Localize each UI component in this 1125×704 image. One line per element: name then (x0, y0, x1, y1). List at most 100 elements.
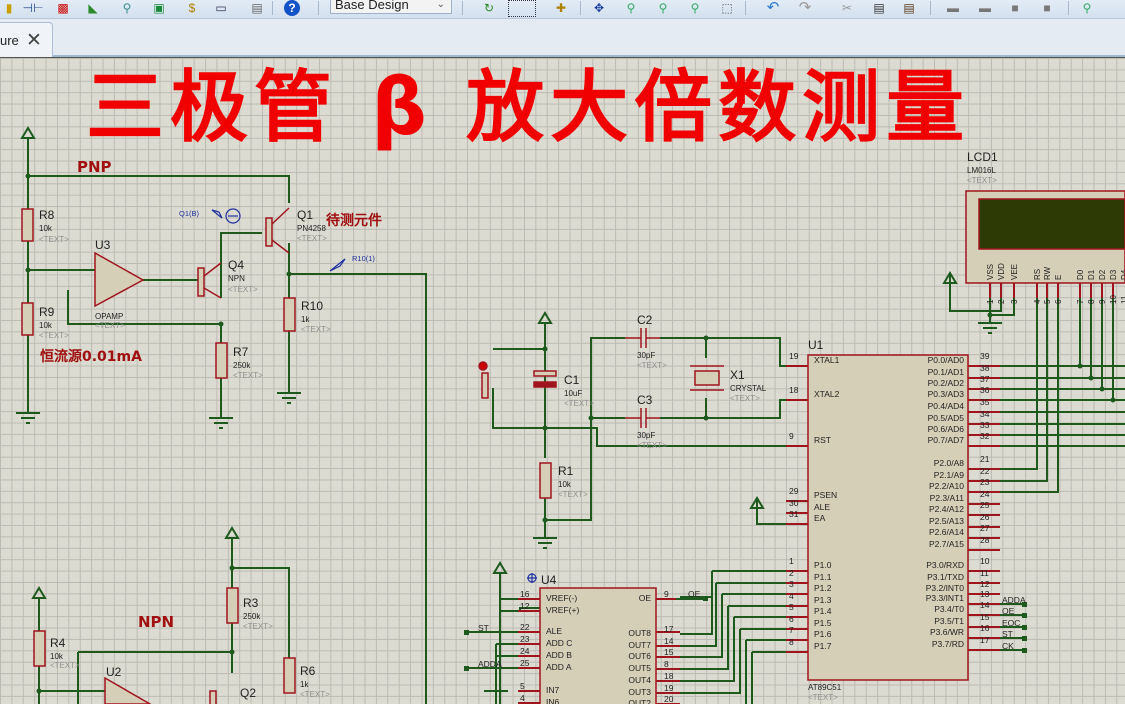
pin-name: OUT2 (628, 698, 651, 704)
capacitor-c1-plate[interactable] (533, 370, 557, 377)
grid-icon[interactable] (508, 0, 536, 17)
wire (680, 571, 753, 704)
value-r6: 1k (300, 680, 309, 689)
pin-name: P2.4/A12 (929, 504, 964, 514)
component-icon[interactable]: ▮ (5, 0, 13, 15)
power-terminal (20, 126, 36, 139)
wire (232, 567, 290, 658)
pin-number: 5 (789, 602, 794, 612)
pin-name: P2.6/A14 (929, 527, 964, 537)
dollar-icon[interactable]: $ (188, 0, 196, 15)
block-copy-icon[interactable]: ▬ (947, 0, 959, 15)
crystal-x1[interactable] (694, 370, 720, 386)
pin-number: 9 (664, 589, 669, 599)
report-icon[interactable]: ▤ (251, 0, 263, 15)
transistor-q4[interactable] (197, 267, 205, 297)
netlist-icon[interactable]: ▭ (215, 0, 227, 15)
ref-u3: U3 (95, 238, 111, 252)
resistor-r9[interactable] (21, 302, 34, 336)
lcd-pin-name: RW (1043, 266, 1052, 280)
cut-icon[interactable]: ✂ (841, 0, 853, 15)
pin-number: 24 (520, 646, 530, 656)
pin-number: 39 (980, 351, 990, 361)
pin-name: RST (814, 435, 831, 445)
capacitor-c2[interactable] (625, 328, 660, 348)
lcd1-screen (978, 198, 1125, 250)
undo-icon[interactable]: ↶ (766, 0, 780, 16)
capacitor-c3[interactable] (625, 408, 660, 428)
pushbutton[interactable] (481, 372, 489, 399)
block-delete-icon[interactable]: ■ (1043, 0, 1051, 15)
current-probe-icon[interactable] (225, 208, 241, 224)
pan-icon[interactable]: ✥ (593, 0, 605, 15)
net-terminal (464, 630, 469, 635)
copy-icon[interactable]: ▤ (873, 0, 885, 15)
help-icon[interactable]: ? (284, 0, 300, 16)
pick-icon[interactable]: ⚲ (1082, 0, 1092, 15)
refresh-icon[interactable]: ↻ (483, 0, 495, 15)
pin-name: VREF(+) (546, 605, 580, 615)
search-icon[interactable]: ⚲ (122, 0, 132, 15)
chip-icon[interactable]: ▩ (57, 0, 69, 15)
block-move-icon[interactable]: ▬ (979, 0, 991, 15)
resistor-r7[interactable] (215, 342, 228, 379)
pin-number: 12 (980, 579, 990, 589)
placeholder-text: <TEXT> (50, 661, 80, 670)
ground-terminal (16, 412, 40, 424)
value-c2: 30pF (637, 351, 656, 360)
pin-number: 28 (980, 535, 990, 545)
wire (756, 498, 786, 525)
origin-icon[interactable]: ✚ (555, 0, 567, 15)
zoom-area-icon[interactable]: ⬚ (721, 0, 733, 15)
opamp-u2[interactable] (104, 676, 152, 704)
net-label: OE (1002, 606, 1015, 616)
ref-r1: R1 (558, 464, 574, 478)
value-r7: 250k (233, 361, 251, 370)
net-terminal (703, 596, 708, 601)
tab-schematic[interactable]: ure ✕ (0, 22, 53, 57)
resistor-r6[interactable] (283, 657, 296, 694)
zoom-all-icon[interactable]: ⚲ (690, 0, 700, 15)
resistor-r8[interactable] (21, 208, 34, 242)
redo-icon[interactable]: ↷ (798, 0, 812, 16)
resistor-r3[interactable] (226, 587, 239, 624)
label-npn: NPN (138, 613, 175, 631)
pin-number: 22 (520, 622, 530, 632)
close-icon[interactable]: ✕ (26, 30, 42, 51)
junction-dot (1099, 386, 1105, 392)
block-rotate-icon[interactable]: ■ (1011, 0, 1019, 15)
resistor-r1[interactable] (539, 462, 552, 499)
tab-label: ure (0, 33, 19, 48)
probe-icon[interactable]: ◣ (88, 0, 98, 15)
mcu-u1-body[interactable] (807, 354, 969, 681)
pin-name: P0.7/AD7 (927, 435, 964, 445)
pin-number: 23 (980, 477, 990, 487)
zoom-out-icon[interactable]: ⚲ (658, 0, 668, 15)
pin-name: XTAL1 (814, 355, 840, 365)
junction-dot (218, 321, 224, 327)
adc-u4-body[interactable] (539, 587, 657, 704)
junction-dot (286, 271, 292, 277)
pin-number: 35 (980, 397, 990, 407)
transistor-q1[interactable] (265, 217, 273, 247)
junction-dot (542, 346, 548, 352)
transistor-q2[interactable] (209, 690, 217, 704)
lcd-pin-name: D1 (1087, 269, 1096, 280)
pushbutton-actuator[interactable] (478, 361, 488, 371)
schematic-title: 三极管 β 放大倍数测量 (86, 63, 971, 153)
resistor-r4[interactable] (33, 630, 46, 667)
pin-number: 16 (520, 589, 530, 599)
schematic-canvas[interactable]: 三极管 β 放大倍数测量 PNP NPN 待测元件 恒流源0.01mA R8 1… (0, 57, 1125, 704)
capacitor-icon[interactable]: ⊣⊢ (22, 0, 44, 15)
layer-select[interactable]: Base Design⌄ (330, 0, 452, 14)
paste-icon[interactable]: ▤ (903, 0, 915, 15)
wire (1000, 298, 1059, 493)
zoom-in-icon[interactable]: ⚲ (626, 0, 636, 15)
opamp-u3[interactable] (94, 251, 145, 308)
ref-c1: C1 (564, 373, 580, 387)
pin-name: P0.6/AD6 (927, 424, 964, 434)
wire (289, 273, 427, 704)
package-icon[interactable]: ▣ (153, 0, 165, 15)
voltage-probe-icon[interactable] (329, 258, 346, 272)
resistor-r10[interactable] (283, 297, 296, 332)
